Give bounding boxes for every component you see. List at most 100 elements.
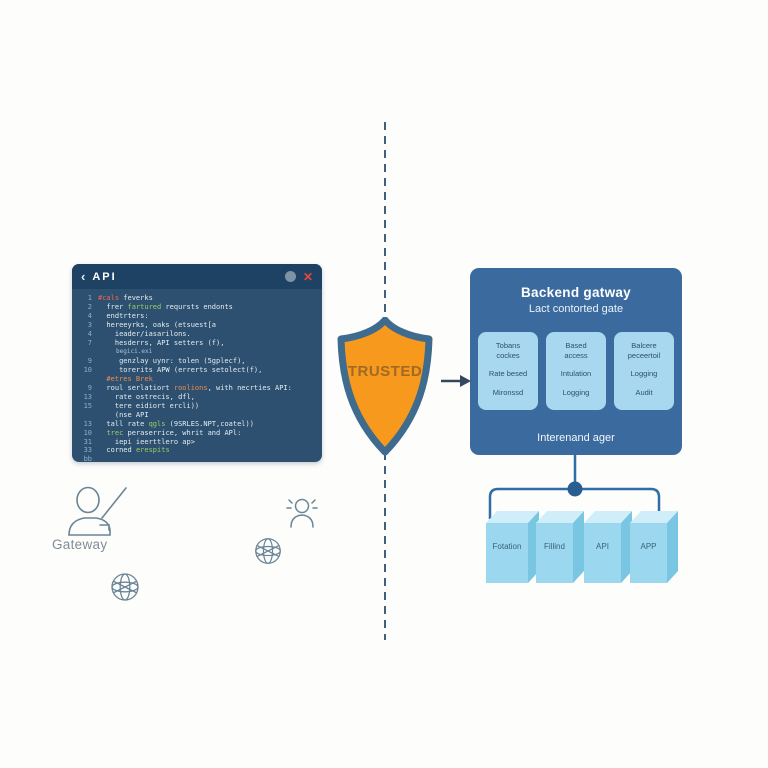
feature-line: access <box>548 351 604 361</box>
line-number: 31 <box>78 438 92 447</box>
line-number: 13 <box>78 420 92 429</box>
line-number <box>78 347 92 357</box>
server-box: API <box>584 511 632 583</box>
feature-line: Based <box>548 341 604 351</box>
server-box: Fillind <box>536 511 584 583</box>
code-line: bb <box>78 455 316 462</box>
line-number: bb <box>78 455 92 462</box>
code-text: ieader/iasarilons. <box>98 330 191 339</box>
minimize-dot-icon[interactable] <box>285 271 296 282</box>
code-line: 10 torerits APW (errerts setolect(f), <box>78 366 316 375</box>
panel-title: Backend gatway <box>470 285 682 300</box>
feature-line: Tobans <box>480 341 536 351</box>
trusted-shield: TRUSTED <box>332 317 438 459</box>
connector-node-dot <box>568 482 583 497</box>
line-number: 15 <box>78 402 92 411</box>
code-line: 15 tere eidiort ercli)) <box>78 402 316 411</box>
feature-line: cockes <box>480 351 536 361</box>
flow-arrow <box>441 375 471 387</box>
connector-bracket <box>490 455 659 519</box>
globe-icon-small <box>252 535 284 567</box>
code-text: tall rate qgls (9SRLES.NPT,coatel)) <box>98 420 254 429</box>
code-text: frer fartured reqursts endonts <box>98 303 233 312</box>
code-text: rate ostrecis, dfl, <box>98 393 195 402</box>
code-line: 4 endtrters: <box>78 312 316 321</box>
code-line: 10 trec peraserrice, whrit and APl: <box>78 429 316 438</box>
close-icon[interactable]: ✕ <box>303 271 313 283</box>
trust-boundary-divider-bottom <box>384 452 386 640</box>
feature-line: Logging <box>616 369 672 379</box>
line-number: 9 <box>78 384 92 393</box>
back-chevron-icon: ‹ <box>81 270 85 283</box>
code-line: 9 genzlay uynr: tolen (5gplecf), <box>78 357 316 366</box>
feature-line: Mironssd <box>480 388 536 398</box>
code-text: torerits APW (errerts setolect(f), <box>98 366 262 375</box>
feature-line: Intulation <box>548 369 604 379</box>
editor-title: API <box>92 271 278 283</box>
code-text: (nse API <box>98 411 149 420</box>
feature-box-row: TobanscockesRate besedMironssdBasedacces… <box>470 332 682 410</box>
code-line: 1 #cals feverks <box>78 294 316 303</box>
code-text: iepi ieerttlero ap> <box>98 438 195 447</box>
code-text: tere eidiort ercli)) <box>98 402 199 411</box>
code-text: #etres Brek <box>98 375 153 384</box>
code-text: hesderrs, API setters (f), <box>98 339 224 348</box>
code-editor-window: ‹ API ✕ 1 #cals feverks2 frer fartured re… <box>72 264 322 462</box>
line-number <box>78 411 92 420</box>
code-text: endtrters: <box>98 312 149 321</box>
gateway-person-icon <box>56 485 144 537</box>
person-rays-icon <box>283 495 319 531</box>
line-number: 33 <box>78 446 92 455</box>
line-number: 1 <box>78 294 92 303</box>
server-label: API <box>596 542 609 551</box>
line-number: 13 <box>78 393 92 402</box>
trust-boundary-divider-top <box>384 122 386 318</box>
feature-line: peceertoil <box>616 351 672 361</box>
feature-line: Rate besed <box>480 369 536 379</box>
line-number: 9 <box>78 357 92 366</box>
panel-footer: Interenand ager <box>470 432 682 444</box>
server-label: Fillind <box>544 542 565 551</box>
code-line: 3 hereeyrks, oaks (etsuest[a <box>78 321 316 330</box>
editor-title-bar: ‹ API ✕ <box>72 264 322 289</box>
gateway-label: Gateway <box>52 537 107 552</box>
line-number: 4 <box>78 312 92 321</box>
feature-box: TobanscockesRate besedMironssd <box>478 332 538 410</box>
code-text: hereeyrks, oaks (etsuest[a <box>98 321 216 330</box>
feature-box: BalcerepeceertoilLoggingAudit <box>614 332 674 410</box>
code-line: 4 ieader/iasarilons. <box>78 330 316 339</box>
feature-line: Logging <box>548 388 604 398</box>
code-line: 33 corned erespits <box>78 446 316 455</box>
code-text: corned erespits <box>98 446 170 455</box>
code-line: 13 rate ostrecis, dfl, <box>78 393 316 402</box>
server-boxes: Fotation Fillind API APP <box>486 511 678 583</box>
feature-box: BasedaccessIntulationLogging <box>546 332 606 410</box>
code-line: begici.exi <box>78 347 316 357</box>
backend-gateway-panel: Backend gatway Lact contorted gate Toban… <box>470 268 682 455</box>
code-line: 7 hesderrs, API setters (f), <box>78 339 316 348</box>
code-text: genzlay uynr: tolen (5gplecf), <box>98 357 246 366</box>
line-number <box>78 375 92 384</box>
code-line: 2 frer fartured reqursts endonts <box>78 303 316 312</box>
line-number: 3 <box>78 321 92 330</box>
code-text: roul serlatiort roolions, with necrties … <box>98 384 292 393</box>
server-box: APP <box>630 511 678 583</box>
line-number: 4 <box>78 330 92 339</box>
code-text: begici.exi <box>98 347 152 357</box>
code-listing: 1 #cals feverks2 frer fartured reqursts e… <box>72 289 322 462</box>
code-line: 13 tall rate qgls (9SRLES.NPT,coatel)) <box>78 420 316 429</box>
line-number: 10 <box>78 366 92 375</box>
code-line: 9 roul serlatiort roolions, with necrtie… <box>78 384 316 393</box>
shield-label: TRUSTED <box>348 363 422 380</box>
panel-subtitle: Lact contorted gate <box>470 303 682 315</box>
code-line: (nse API <box>78 411 316 420</box>
code-text: #cals feverks <box>98 294 153 303</box>
line-number: 10 <box>78 429 92 438</box>
server-label: Fotation <box>493 542 522 551</box>
server-box: Fotation <box>486 511 539 583</box>
line-number: 7 <box>78 339 92 348</box>
globe-icon-large <box>108 570 142 604</box>
feature-line: Balcere <box>616 341 672 351</box>
feature-line: Audit <box>616 388 672 398</box>
